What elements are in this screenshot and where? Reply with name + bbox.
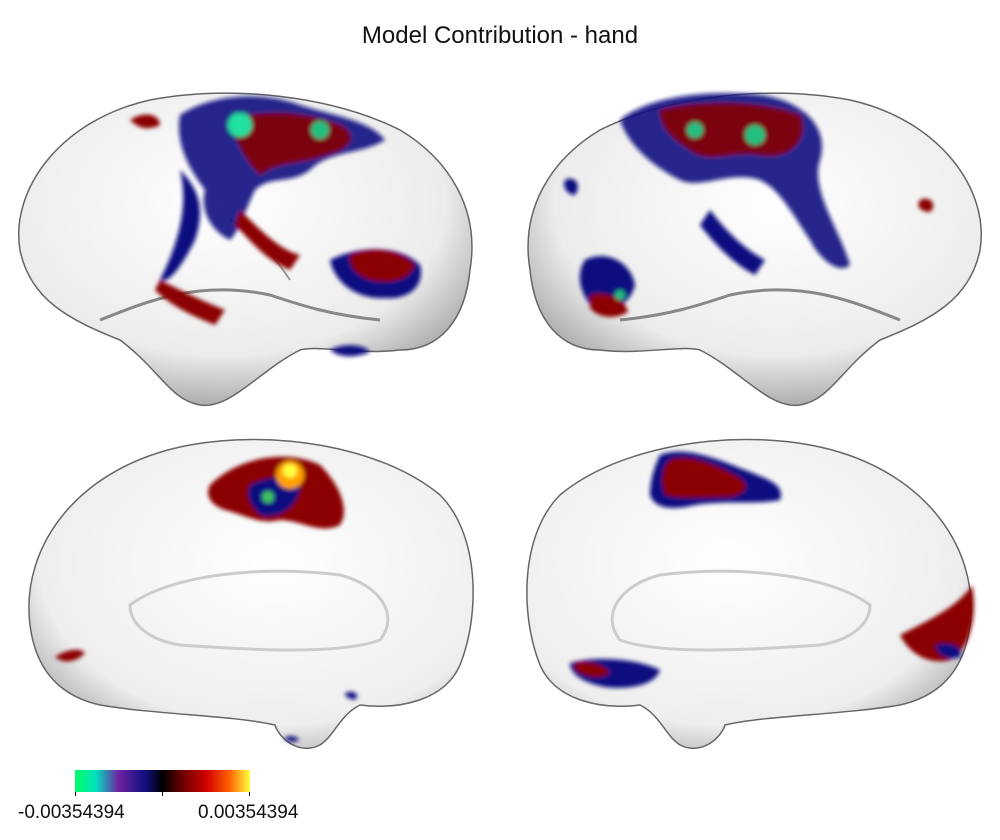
activation-region xyxy=(160,170,200,281)
figure-title: Model Contribution - hand xyxy=(361,22,639,49)
activation-region xyxy=(935,643,961,659)
activation-peak xyxy=(228,113,252,137)
activation-peak xyxy=(311,121,329,139)
activation-region xyxy=(285,736,299,742)
activation-region xyxy=(564,178,578,195)
brain-medial-left xyxy=(28,438,474,749)
cortex-surface xyxy=(28,438,474,749)
activation-region xyxy=(235,210,300,270)
activation-region xyxy=(55,649,85,662)
activation-region xyxy=(130,114,160,129)
brain-medial-right xyxy=(526,438,974,749)
activation-region xyxy=(700,210,765,275)
colorbar xyxy=(75,770,250,796)
brain-lateral-right xyxy=(527,92,982,407)
cortex-surface xyxy=(527,92,982,407)
activation-region xyxy=(575,662,610,677)
activation-region xyxy=(330,345,370,357)
colorbar-gradient xyxy=(75,770,250,792)
colorbar-min-label: -0.00354394 xyxy=(18,802,125,823)
activation-peak xyxy=(262,491,274,503)
cortex-surface xyxy=(18,92,473,407)
activation-region xyxy=(660,103,803,157)
brain-lateral-left xyxy=(18,92,473,407)
activation-region xyxy=(345,691,358,700)
activation-region xyxy=(662,457,746,498)
activation-region xyxy=(900,585,974,662)
colorbar-max-label: 0.00354394 xyxy=(198,802,299,823)
activation-peak xyxy=(745,125,765,145)
activation-region xyxy=(349,249,415,282)
activation-peak xyxy=(687,122,703,138)
activation-peak xyxy=(283,464,297,478)
activation-peak xyxy=(615,290,625,300)
activation-region xyxy=(918,198,934,212)
activation-region xyxy=(155,280,225,325)
